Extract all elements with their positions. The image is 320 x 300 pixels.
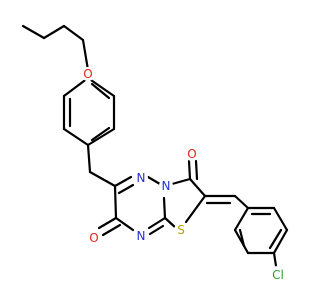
bond — [113, 184, 118, 220]
bond — [187, 159, 192, 181]
bond — [86, 127, 116, 147]
bond — [272, 251, 278, 268]
bond — [194, 159, 199, 181]
molecule-structure: O O O N N N S Cl — [21, 24, 289, 284]
bond — [113, 175, 133, 188]
bond — [114, 216, 135, 232]
bond — [90, 82, 111, 100]
bond — [97, 216, 118, 230]
bond — [62, 127, 90, 147]
atom-nitrogen-2: N — [159, 179, 173, 193]
atom-ether-oxygen: O — [81, 67, 95, 81]
bond — [62, 24, 85, 42]
atom-label: N — [137, 171, 146, 185]
bond — [238, 228, 246, 248]
bond — [272, 206, 289, 232]
atom-label: N — [137, 229, 146, 243]
bond — [81, 38, 90, 72]
bond — [101, 223, 122, 237]
bond — [148, 224, 165, 236]
bond — [86, 143, 92, 174]
atom-label: Cl — [272, 268, 284, 282]
bond — [21, 24, 46, 40]
bond — [62, 76, 90, 98]
bond — [147, 216, 167, 230]
bond — [170, 177, 192, 186]
atom-label: O — [187, 147, 196, 161]
bond — [117, 183, 135, 195]
bond — [146, 175, 162, 186]
bond — [88, 170, 117, 188]
bond — [233, 206, 250, 232]
bond — [233, 228, 250, 255]
atom-chlorine: Cl — [269, 266, 287, 284]
atom-label: O — [89, 231, 98, 245]
bond — [163, 216, 178, 230]
bond — [188, 177, 207, 198]
atom-carbonyl-oxygen-top: O — [185, 147, 199, 161]
atom-nitrogen-1: N — [134, 171, 148, 185]
bond — [42, 24, 66, 40]
bond — [184, 194, 207, 224]
bond — [272, 228, 289, 255]
atom-label: N — [162, 179, 171, 193]
bonds — [21, 24, 289, 268]
atom-labels: O O O N N N S Cl — [81, 67, 287, 284]
atom-nitrogen-3: N — [134, 229, 148, 243]
atom-label: O — [83, 67, 92, 81]
bond — [90, 126, 111, 142]
atom-label: S — [177, 223, 185, 237]
atom-carbonyl-oxygen-left: O — [87, 231, 101, 245]
bond — [233, 194, 250, 210]
bond — [162, 196, 167, 220]
atom-sulfur: S — [174, 223, 188, 237]
bond — [86, 76, 116, 98]
bond — [268, 228, 283, 250]
